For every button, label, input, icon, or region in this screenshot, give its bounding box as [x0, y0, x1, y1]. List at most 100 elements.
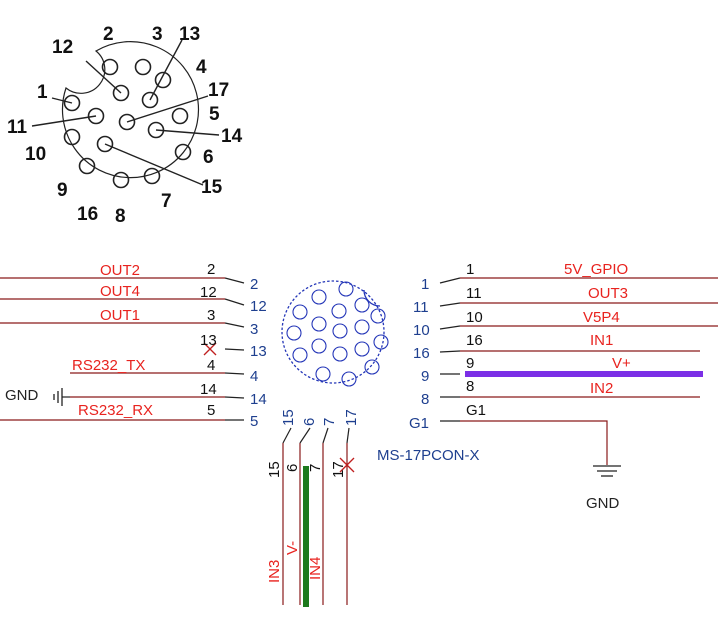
- net-label-rs232rx: RS232_RX: [78, 402, 153, 419]
- leader-17: [127, 96, 208, 122]
- stub-left-4: [225, 373, 244, 374]
- symbol-pin-10: [355, 320, 369, 334]
- symbol-pin-2: [339, 282, 353, 296]
- left-bodypin-14: 14: [250, 391, 267, 408]
- net-label-5vgpio: 5V_GPIO: [564, 261, 628, 278]
- face-hole-5: [173, 109, 188, 124]
- face-pin-numbers: 2 3 13 12 4 17 1 5 11 14 10 6 9 15 7 16 …: [7, 24, 243, 227]
- leader-14: [156, 130, 219, 135]
- net-label-in2: IN2: [590, 380, 613, 397]
- right-bodypin-9: 9: [421, 368, 429, 385]
- symbol-pin-1: [355, 298, 369, 312]
- left-bodypin-3: 3: [250, 321, 258, 338]
- face-label-1: 1: [37, 82, 48, 103]
- right-pin-stubs: [440, 278, 460, 421]
- right-bodypin-g1: G1: [409, 415, 429, 432]
- left-bodypin-12: 12: [250, 298, 267, 315]
- net-label-out3: OUT3: [588, 285, 628, 302]
- face-hole-8: [114, 173, 129, 188]
- symbol-pin-9: [365, 360, 379, 374]
- right-pinno-11: 11: [466, 285, 482, 302]
- left-pinno-14: 14: [200, 381, 217, 398]
- symbol-pin-circles: [287, 282, 388, 386]
- left-pinno-12: 12: [200, 284, 217, 301]
- symbol-pin-12: [312, 317, 326, 331]
- gnd-symbol-right: [593, 466, 621, 476]
- bottom-pinno-6: 6: [284, 464, 301, 472]
- left-pinno-13: 13: [200, 332, 217, 349]
- left-bodypin-13: 13: [250, 343, 267, 360]
- stub-left-2: [225, 278, 244, 283]
- bottom-pin-stubs: [283, 428, 349, 443]
- face-hole-3: [136, 60, 151, 75]
- gnd-symbol-left: [54, 388, 70, 406]
- bottom-pinno-17: 17: [330, 461, 347, 478]
- net-label-out4: OUT4: [100, 283, 140, 300]
- face-label-8: 8: [115, 206, 126, 227]
- right-pinno-g1: G1: [466, 402, 486, 419]
- left-pinno-4: 4: [207, 357, 215, 374]
- symbol-key-notch: [364, 290, 380, 306]
- face-label-9: 9: [57, 180, 68, 201]
- face-label-5: 5: [209, 104, 220, 125]
- face-label-12: 12: [52, 37, 73, 58]
- bottom-bodypin-15: 15: [280, 409, 297, 426]
- left-bodypin-2: 2: [250, 276, 258, 293]
- right-pinno-16: 16: [466, 332, 483, 349]
- right-pinno-1: 1: [466, 261, 474, 278]
- leader-1: [52, 98, 72, 103]
- face-label-11: 11: [7, 117, 28, 138]
- net-label-rs232tx: RS232_TX: [72, 357, 145, 374]
- bottom-pinno-15: 15: [266, 461, 283, 478]
- left-pinno-2: 2: [207, 261, 215, 278]
- right-bodypin-11: 11: [413, 299, 429, 316]
- net-label-vminus: V-: [284, 541, 301, 555]
- symbol-pin-17: [333, 324, 347, 338]
- leader-15: [105, 144, 203, 185]
- schematic-symbol-body: [282, 281, 388, 386]
- right-pinno-9: 9: [466, 355, 474, 372]
- face-label-3: 3: [152, 24, 163, 45]
- symbol-pin-16: [355, 342, 369, 356]
- net-label-out2: OUT2: [100, 262, 140, 279]
- face-label-16: 16: [77, 204, 98, 225]
- right-pinno-8: 8: [466, 378, 474, 395]
- face-label-2: 2: [103, 24, 114, 45]
- face-pin-holes: [65, 60, 191, 188]
- part-name-label: MS-17PCON-X: [377, 447, 480, 464]
- face-label-4: 4: [196, 57, 207, 78]
- stub-right-16: [440, 351, 460, 352]
- symbol-pin-6: [293, 348, 307, 362]
- face-label-10: 10: [25, 144, 46, 165]
- symbol-pin-15: [333, 347, 347, 361]
- right-pinno-10: 10: [466, 309, 483, 326]
- net-label-out1: OUT1: [100, 307, 140, 324]
- stub-right-10: [440, 326, 460, 329]
- symbol-pin-5: [287, 326, 301, 340]
- stub-right-1: [440, 278, 460, 283]
- right-wires: [440, 278, 718, 476]
- connector-face-diagram: 2 3 13 12 4 17 1 5 11 14 10 6 9 15 7 16 …: [7, 24, 243, 227]
- right-bodypin-16: 16: [413, 345, 430, 362]
- symbol-pin-11: [332, 304, 346, 318]
- stub-left-14: [225, 397, 244, 398]
- net-label-vplus: V+: [612, 355, 631, 372]
- gnd-label-left: GND: [5, 387, 39, 404]
- right-bodypin-1: 1: [421, 276, 429, 293]
- left-bodypin-4: 4: [250, 368, 258, 385]
- face-leader-lines: [32, 40, 219, 185]
- bottom-bodypin-7: 7: [321, 418, 338, 426]
- net-label-v5p4: V5P4: [583, 309, 620, 326]
- net-label-in3: IN3: [266, 560, 283, 583]
- face-label-14: 14: [221, 126, 243, 147]
- symbol-pin-1b: [371, 309, 385, 323]
- net-label-in1: IN1: [590, 332, 613, 349]
- face-label-7: 7: [161, 191, 172, 212]
- face-label-6: 6: [203, 147, 214, 168]
- leader-12: [86, 61, 121, 93]
- stub-left-3: [225, 323, 244, 327]
- left-pin-stubs: [225, 278, 244, 420]
- right-bodypin-10: 10: [413, 322, 430, 339]
- face-hole-10: [65, 130, 80, 145]
